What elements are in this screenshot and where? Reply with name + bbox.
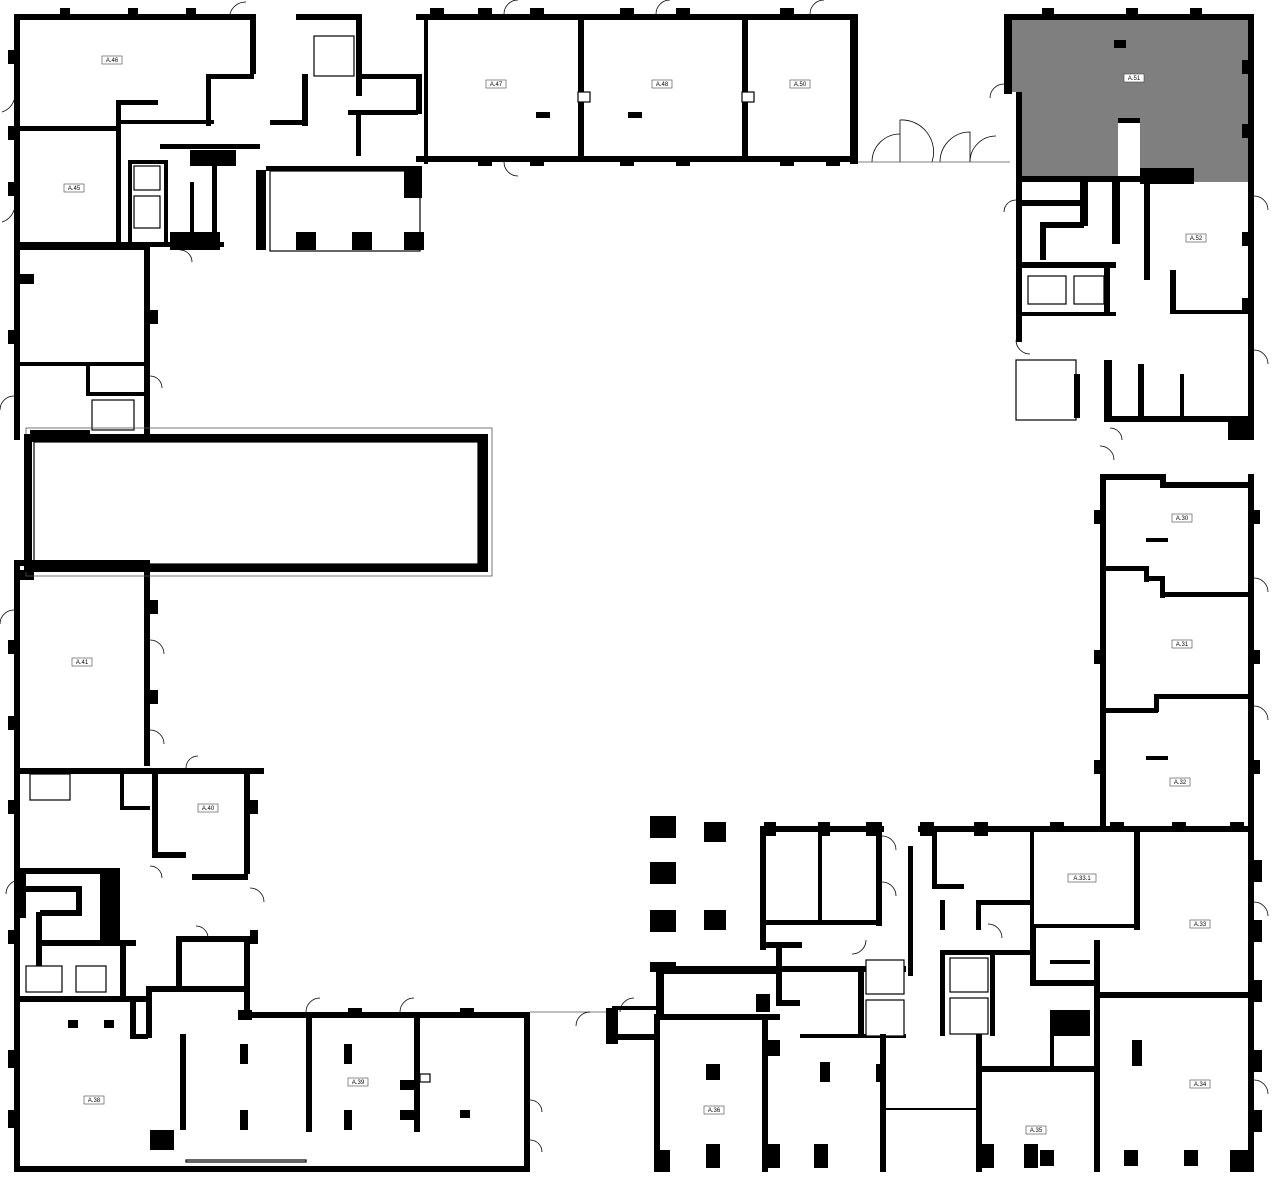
room-labels: A.46 A.45 A.47 A.48 A.50 A.51 A.52 A.30 [63, 55, 1211, 1135]
label-a52[interactable]: A.52 [1185, 233, 1207, 243]
label-a38[interactable]: A.38 [83, 1095, 105, 1105]
block-south-west [8, 986, 543, 1172]
svg-text:A.39: A.39 [352, 1080, 365, 1086]
svg-text:A.46: A.46 [106, 58, 119, 64]
label-a31[interactable]: A.31 [1171, 639, 1193, 649]
label-a39[interactable]: A.39 [347, 1077, 369, 1087]
label-a36[interactable]: A.36 [703, 1105, 725, 1115]
block-south-central-core [760, 822, 1038, 1172]
svg-text:A.48: A.48 [656, 82, 669, 88]
room-a51-highlight[interactable] [1012, 20, 1248, 182]
block-north-core [269, 14, 424, 252]
label-a50[interactable]: A.50 [789, 79, 811, 89]
svg-text:A.33: A.33 [1194, 922, 1207, 928]
svg-text:A.33.1: A.33.1 [1073, 876, 1091, 882]
label-a48[interactable]: A.48 [651, 79, 673, 89]
label-a51[interactable]: A.51 [1123, 73, 1145, 83]
central-bar [24, 427, 493, 577]
svg-text:A.41: A.41 [76, 660, 89, 666]
svg-text:A.47: A.47 [490, 82, 503, 88]
block-west [0, 560, 165, 770]
svg-text:A.38: A.38 [88, 1098, 101, 1104]
label-a45[interactable]: A.45 [63, 183, 85, 193]
label-a46[interactable]: A.46 [101, 55, 123, 65]
label-a32[interactable]: A.32 [1169, 777, 1191, 787]
north-gate [858, 119, 1010, 163]
block-west-core [5, 755, 265, 1016]
svg-text:A.40: A.40 [202, 806, 215, 812]
label-a47[interactable]: A.47 [485, 79, 507, 89]
label-a41[interactable]: A.41 [71, 657, 93, 667]
block-north-shops [416, 0, 858, 177]
label-a33-1[interactable]: A.33.1 [1067, 873, 1097, 883]
label-a33[interactable]: A.33 [1189, 919, 1211, 929]
svg-text:A.32: A.32 [1174, 780, 1187, 786]
label-a34[interactable]: A.34 [1189, 1079, 1211, 1089]
svg-text:A.30: A.30 [1176, 516, 1189, 522]
svg-text:A.50: A.50 [794, 82, 807, 88]
block-west-upper [0, 240, 193, 442]
svg-text:A.36: A.36 [708, 1108, 721, 1114]
block-south-a36 [530, 816, 780, 1172]
block-south-east [978, 822, 1269, 1172]
label-a30[interactable]: A.30 [1171, 513, 1193, 523]
label-a35[interactable]: A.35 [1025, 1125, 1047, 1135]
svg-text:A.31: A.31 [1176, 642, 1189, 648]
svg-text:A.34: A.34 [1194, 1082, 1207, 1088]
block-east [1094, 445, 1269, 830]
svg-text:A.45: A.45 [68, 186, 81, 192]
svg-text:A.51: A.51 [1128, 76, 1141, 82]
block-north-east [989, 8, 1269, 441]
label-a40[interactable]: A.40 [197, 803, 219, 813]
svg-text:A.35: A.35 [1030, 1128, 1043, 1134]
block-north-west [1, 1, 416, 250]
svg-text:A.52: A.52 [1190, 236, 1203, 242]
